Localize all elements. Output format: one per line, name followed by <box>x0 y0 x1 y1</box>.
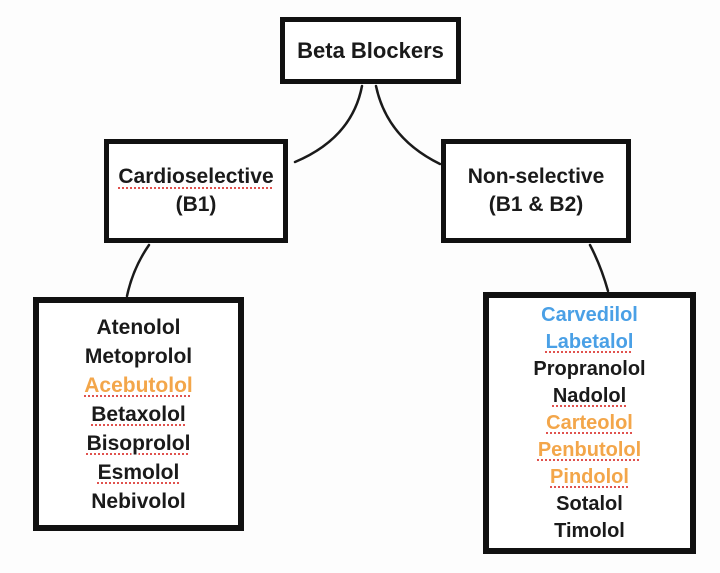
drug-item: Propranolol <box>533 357 646 380</box>
nonselective-label-line1: Non-selective <box>467 165 605 188</box>
drug-item: Esmolol <box>97 460 180 484</box>
drug-item: Carvedilol <box>541 303 638 326</box>
drug-item: Timolol <box>554 519 625 542</box>
drug-item: Betaxolol <box>91 402 186 426</box>
drug-item: Nebivolol <box>91 489 186 513</box>
root-node-beta-blockers: Beta Blockers <box>280 17 461 84</box>
drug-item: Pindolol <box>550 465 629 488</box>
drug-item: Sotalol <box>556 492 623 515</box>
node-nonselective: Non-selective (B1 & B2) <box>441 139 631 243</box>
drug-item: Bisoprolol <box>86 431 191 455</box>
drug-item: Penbutolol <box>537 438 642 461</box>
drug-item: Metoprolol <box>84 344 193 368</box>
drug-item: Nadolol <box>552 384 627 407</box>
drug-item: Atenolol <box>96 315 181 339</box>
edge-root-to-nonselective <box>374 84 442 166</box>
drug-item: Labetalol <box>545 330 634 353</box>
drug-item: Carteolol <box>546 411 633 434</box>
nonselective-label-line2: (B1 & B2) <box>488 193 584 216</box>
drug-item: Acebutolol <box>84 373 193 397</box>
node-cardioselective: Cardioselective (B1) <box>104 139 288 243</box>
cardioselective-label-line1: Cardioselective <box>118 165 274 188</box>
edge-cardioselective-to-list <box>125 243 151 298</box>
root-node-label: Beta Blockers <box>297 37 444 63</box>
edge-root-to-cardioselective <box>293 84 364 164</box>
edge-nonselective-to-list <box>588 243 610 293</box>
cardioselective-label-line2: (B1) <box>175 193 217 216</box>
